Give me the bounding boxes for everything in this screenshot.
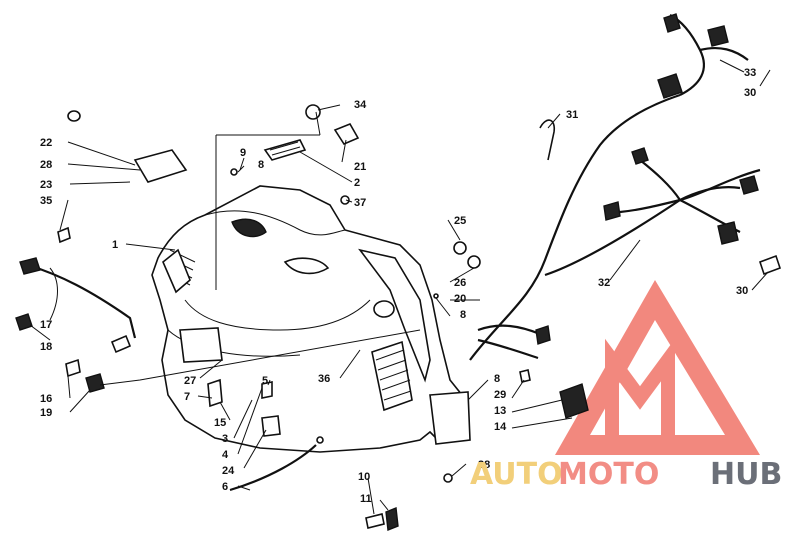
callout-4: 4 — [222, 449, 229, 461]
callout-7: 7 — [184, 391, 190, 403]
leader-lines — [29, 59, 771, 515]
callout-14: 14 — [494, 421, 507, 433]
callout-27: 27 — [184, 375, 196, 387]
watermark-auto: AUTO — [470, 457, 563, 492]
callout-8b: 8 — [460, 309, 466, 321]
callout-22: 22 — [40, 137, 52, 149]
watermark-hub: HUB — [710, 457, 782, 492]
callout-35: 35 — [40, 195, 52, 207]
callout-34: 34 — [354, 99, 367, 111]
callout-10: 10 — [358, 471, 370, 483]
watermark-moto: MOTO — [558, 457, 659, 492]
callout-25: 25 — [454, 215, 466, 227]
callout-33: 33 — [744, 67, 756, 79]
callout-28: 28 — [40, 159, 52, 171]
callout-30a: 30 — [744, 87, 756, 99]
top-components — [15, 104, 360, 393]
wiring-harness — [469, 13, 782, 361]
callout-2: 2 — [354, 177, 360, 189]
watermark-text: AUTO MOTO HUB — [470, 457, 782, 492]
callout-3: 3 — [222, 433, 228, 445]
callout-15: 15 — [214, 417, 226, 429]
callout-8a: 8 — [258, 159, 264, 171]
callout-29: 29 — [494, 389, 506, 401]
callout-36: 36 — [318, 373, 330, 385]
callout-23: 23 — [40, 179, 52, 191]
watermark-logo — [555, 280, 760, 455]
callout-17: 17 — [40, 319, 52, 331]
hood-body — [151, 185, 471, 453]
callout-labels: 1 2 3 4 5 6 7 8 8 8 9 10 11 13 14 15 16 … — [40, 67, 756, 505]
callout-16: 16 — [40, 393, 52, 405]
callout-30b: 30 — [736, 285, 748, 297]
callout-32: 32 — [598, 277, 610, 289]
fasteners — [207, 168, 589, 531]
callout-9: 9 — [240, 147, 246, 159]
callout-38: 38 — [478, 459, 490, 471]
callout-26: 26 — [454, 277, 466, 289]
callout-1: 1 — [112, 239, 118, 251]
callout-8c: 8 — [494, 373, 500, 385]
callout-18: 18 — [40, 341, 52, 353]
callout-21: 21 — [354, 161, 366, 173]
callout-13: 13 — [494, 405, 506, 417]
callout-11: 11 — [360, 493, 372, 505]
callout-24: 24 — [222, 465, 235, 477]
callout-31: 31 — [566, 109, 578, 121]
callout-20: 20 — [454, 293, 466, 305]
callout-5: 5 — [262, 375, 268, 387]
callout-37: 37 — [354, 197, 366, 209]
callout-19: 19 — [40, 407, 52, 419]
callout-6: 6 — [222, 481, 228, 493]
